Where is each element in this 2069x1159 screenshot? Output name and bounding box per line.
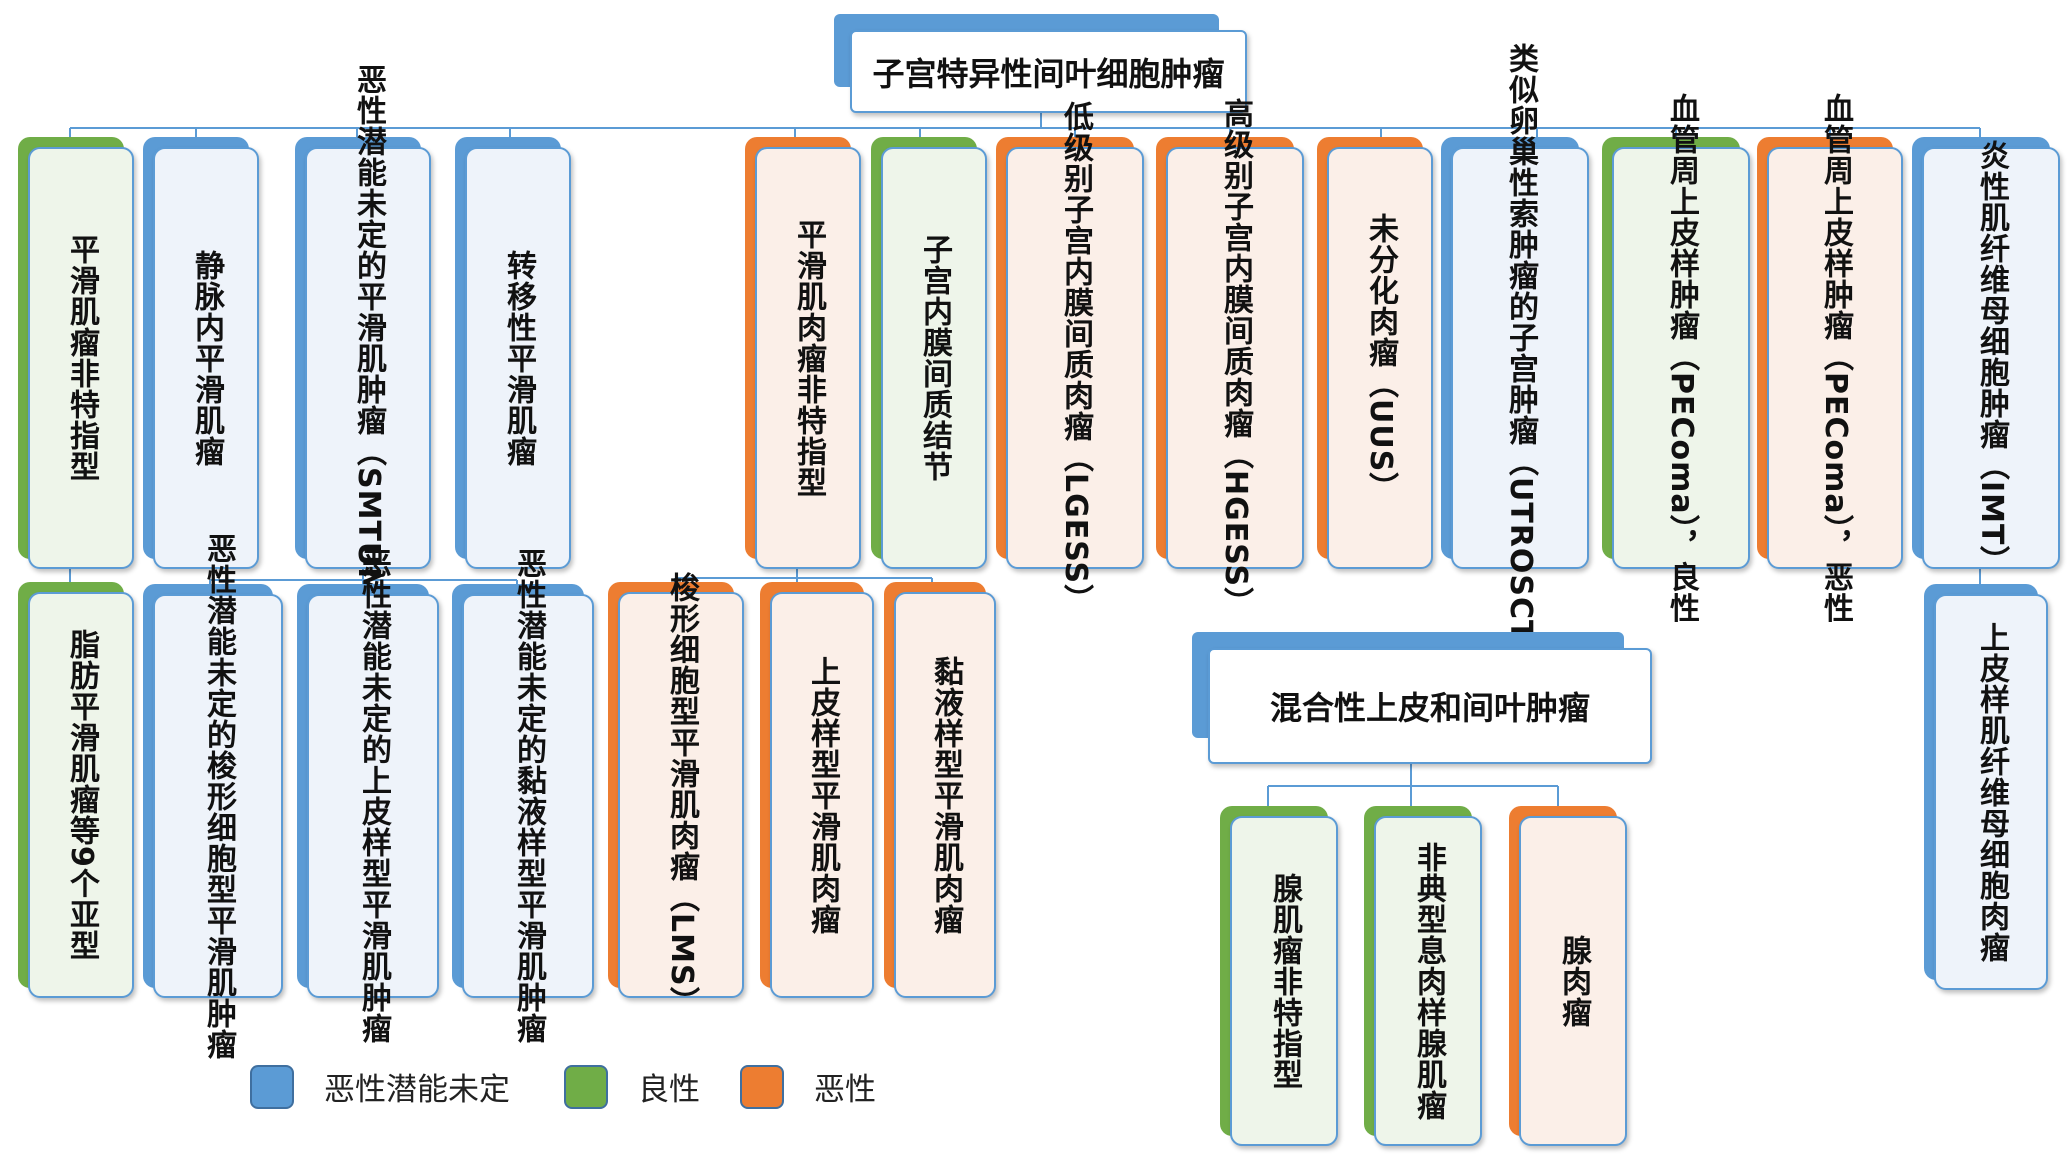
legend-item-malignant: 恶性	[740, 1064, 876, 1109]
node-label: 平滑肌肉瘤非特指型	[791, 218, 826, 498]
node-lms-spindle: 梭形细胞型平滑肌肉瘤（LMS）	[608, 572, 744, 1018]
node-pecoma-benign: 血管周上皮样肿瘤（PEComa），良性	[1602, 93, 1750, 623]
legend-item-benign: 良性	[564, 1064, 700, 1109]
root-title-box: 子宫特异性间叶细胞肿瘤	[834, 14, 1247, 113]
node-label: 类似卵巢性索肿瘤的子宫肿瘤（UTROSCT）	[1503, 43, 1538, 673]
node-label: 低级别子宫内膜间质肉瘤（LGESS）	[1058, 100, 1093, 616]
node-label: 血管周上皮样肿瘤（PEComa），恶性	[1818, 92, 1853, 624]
node-leiomyoma-nos: 平滑肌瘤非特指型	[18, 137, 134, 569]
node-adenomyoma-nos: 腺肌瘤非特指型	[1220, 806, 1338, 1146]
node-hgess: 高级别子宫内膜间质肉瘤（HGESS）	[1156, 98, 1304, 618]
mixed-title: 混合性上皮和间叶肿瘤	[1269, 689, 1590, 727]
node-pecoma-malignant: 血管周上皮样肿瘤（PEComa），恶性	[1757, 93, 1903, 623]
node-label: 静脉内平滑肌瘤	[189, 249, 224, 467]
node-label: 恶性潜能未定的黏液样型平滑肌肿瘤	[511, 548, 546, 1044]
node-utrosct: 类似卵巢性索肿瘤的子宫肿瘤（UTROSCT）	[1441, 43, 1589, 673]
node-label: 恶性潜能未定的平滑肌肿瘤（SMTUMP）	[351, 63, 386, 653]
node-label: 腺肉瘤	[1556, 934, 1591, 1028]
node-intravenous-leiomyomatosis: 静脉内平滑肌瘤	[143, 137, 259, 569]
node-label: 炎性肌纤维母细胞肿瘤（IMT）	[1974, 139, 2009, 577]
legend-label: 良性	[638, 1072, 700, 1108]
node-label: 黏液样型平滑肌肉瘤	[928, 655, 963, 935]
node-smtump: 恶性潜能未定的平滑肌肿瘤（SMTUMP）	[295, 64, 431, 652]
legend-item-uncertain: 恶性潜能未定	[250, 1064, 510, 1109]
node-uus: 未分化肉瘤（UUS）	[1317, 137, 1433, 569]
node-leiomyosarcoma-nos: 平滑肌肉瘤非特指型	[745, 137, 861, 569]
node-lgess: 低级别子宫内膜间质肉瘤（LGESS）	[996, 101, 1144, 615]
node-label: 未分化肉瘤（UUS）	[1363, 212, 1398, 504]
legend-label: 恶性潜能未定	[324, 1072, 510, 1108]
node-label: 梭形细胞型平滑肌肉瘤（LMS）	[664, 572, 699, 1018]
node-smtump-epithelioid: 恶性潜能未定的上皮样型平滑肌肿瘤	[297, 548, 439, 1044]
node-lms-myxoid: 黏液样型平滑肌肉瘤	[884, 582, 996, 998]
node-label: 转移性平滑肌瘤	[501, 249, 536, 467]
node-label: 腺肌瘤非特指型	[1267, 872, 1302, 1090]
node-epithelioid-myofibroblastic-sarcoma: 上皮样肌纤维母细胞肉瘤	[1924, 584, 2048, 990]
node-lipoleiomyoma-subtypes: 脂肪平滑肌瘤等9个亚型	[18, 582, 134, 998]
node-label: 上皮样型平滑肌肉瘤	[805, 655, 840, 935]
node-lms-epithelioid: 上皮样型平滑肌肉瘤	[760, 582, 874, 998]
node-label: 非典型息肉样腺肌瘤	[1411, 841, 1446, 1121]
legend-swatch	[250, 1064, 294, 1109]
legend-swatch	[740, 1064, 784, 1109]
node-label: 血管周上皮样肿瘤（PEComa），良性	[1664, 92, 1699, 624]
node-label: 上皮样肌纤维母细胞肉瘤	[1974, 621, 2009, 963]
mixed-title-box: 混合性上皮和间叶肿瘤	[1192, 632, 1652, 764]
node-label: 恶性潜能未定的上皮样型平滑肌肿瘤	[356, 548, 391, 1044]
legend-label: 恶性	[814, 1072, 876, 1108]
legend-swatch	[564, 1064, 608, 1109]
node-label: 恶性潜能未定的梭形细胞型平滑肌肿瘤	[201, 532, 236, 1060]
node-label: 高级别子宫内膜间质肉瘤（HGESS）	[1218, 97, 1253, 619]
node-endometrial-stromal-nodule: 子宫内膜间质结节	[871, 137, 987, 569]
node-smtump-myxoid: 恶性潜能未定的黏液样型平滑肌肿瘤	[452, 548, 594, 1044]
node-smtump-spindle: 恶性潜能未定的梭形细胞型平滑肌肿瘤	[143, 533, 283, 1060]
node-adenosarcoma: 腺肉瘤	[1509, 806, 1627, 1146]
node-atypical-polypoid-adenomyoma: 非典型息肉样腺肌瘤	[1364, 806, 1482, 1146]
node-label: 子宫内膜间质结节	[917, 234, 952, 482]
node-label: 平滑肌瘤非特指型	[64, 234, 99, 482]
node-imt: 炎性肌纤维母细胞肿瘤（IMT）	[1912, 137, 2060, 576]
node-label: 脂肪平滑肌瘤等9个亚型	[64, 629, 99, 961]
root-title: 子宫特异性间叶细胞肿瘤	[872, 54, 1225, 93]
node-metastasizing-leiomyoma: 转移性平滑肌瘤	[455, 137, 571, 569]
